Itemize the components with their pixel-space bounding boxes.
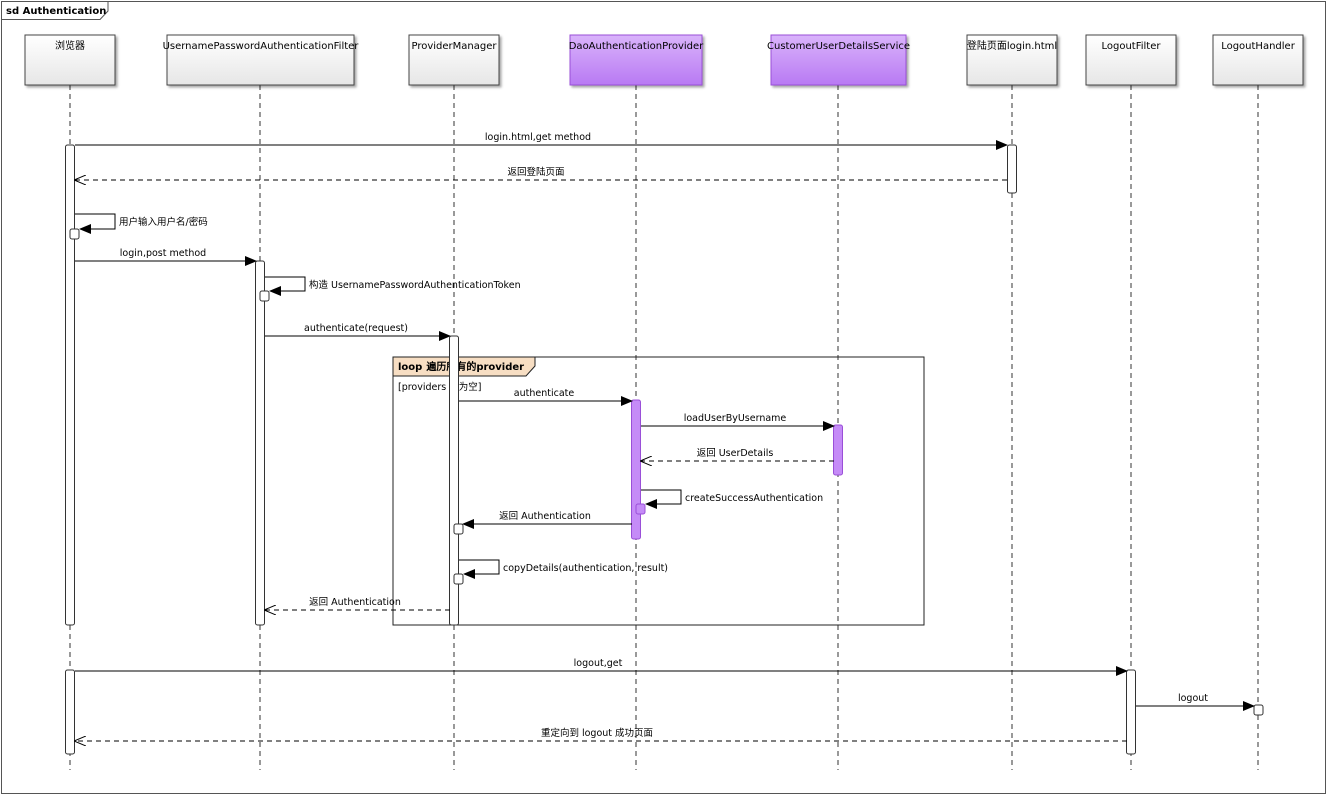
message-label-11: copyDetails(authentication, result) xyxy=(503,563,668,574)
message-14[interactable]: logout xyxy=(1136,693,1255,711)
message-arrow-9 xyxy=(641,489,682,509)
participant-box-cuds[interactable] xyxy=(770,34,907,86)
message-label-15: 重定向到 logout 成功页面 xyxy=(541,727,653,739)
activation-browser xyxy=(65,144,75,626)
message-label-3: login,post method xyxy=(120,248,206,259)
activation-cuds xyxy=(833,424,843,476)
activation-upaf xyxy=(255,260,265,626)
message-label-13: logout,get xyxy=(574,658,623,669)
loop-guard: [providers 不为空] xyxy=(398,381,481,393)
nested-activation-dao xyxy=(635,503,646,515)
participant-label-login: 登陆页面login.html xyxy=(967,39,1057,52)
message-label-4: 构造 UsernamePasswordAuthenticationToken xyxy=(309,279,521,291)
nested-activation-upaf xyxy=(259,290,270,302)
message-11[interactable]: copyDetails(authentication, result) xyxy=(459,559,668,579)
lifelines xyxy=(69,85,1259,770)
participant-box-lf[interactable] xyxy=(1085,34,1177,86)
loop-fragment-frame xyxy=(392,356,925,626)
message-12[interactable]: 返回 Authentication xyxy=(265,596,450,610)
participant-label-cuds: CustomerUserDetailsService xyxy=(767,41,910,52)
participant-label-pm: ProviderManager xyxy=(411,41,497,52)
activation-bars xyxy=(65,144,1264,755)
participant-box-upaf[interactable] xyxy=(166,34,355,86)
message-label-1: 返回登陆页面 xyxy=(507,166,564,178)
participant-label-lh: LogoutHandler xyxy=(1221,41,1296,52)
message-label-5: authenticate(request) xyxy=(304,323,408,334)
message-label-14: logout xyxy=(1178,693,1208,704)
message-3[interactable]: login,post method xyxy=(75,248,257,266)
message-10[interactable]: 返回 Authentication xyxy=(462,510,632,529)
frame-title: sd Authentication xyxy=(6,6,106,17)
activation-dao xyxy=(631,399,641,540)
message-5[interactable]: authenticate(request) xyxy=(265,323,451,341)
message-0[interactable]: login.html,get method xyxy=(75,132,1008,150)
participant-box-login[interactable] xyxy=(966,34,1058,86)
message-2[interactable]: 用户输入用户名/密码 xyxy=(75,213,208,234)
message-4[interactable]: 构造 UsernamePasswordAuthenticationToken xyxy=(265,276,521,296)
message-label-2: 用户输入用户名/密码 xyxy=(119,216,208,228)
loop-operator: loop xyxy=(398,362,422,373)
participant-box-browser[interactable] xyxy=(24,34,116,86)
nested-activation-pm xyxy=(453,523,464,535)
participant-label-upaf: UsernamePasswordAuthenticationFilter xyxy=(163,41,360,52)
message-arrow-2 xyxy=(75,213,116,234)
message-label-9: createSuccessAuthentication xyxy=(685,493,823,504)
message-arrow-4 xyxy=(265,276,306,296)
participant-headers: 浏览器 UsernamePasswordAuthenticationFilter P… xyxy=(24,34,1304,86)
participant-label-dao: DaoAuthenticationProvider xyxy=(569,41,704,52)
participant-label-browser: 浏览器 xyxy=(55,39,85,52)
message-arrow-11 xyxy=(459,559,500,579)
nested-activation-browser xyxy=(69,228,80,240)
message-6[interactable]: authenticate xyxy=(459,388,633,406)
message-label-0: login.html,get method xyxy=(485,132,591,143)
message-label-7: loadUserByUsername xyxy=(684,413,787,424)
activation-lf xyxy=(1126,669,1136,755)
nested-activation-lh xyxy=(1253,704,1264,716)
message-15[interactable]: 重定向到 logout 成功页面 xyxy=(75,727,1127,741)
activation-browser xyxy=(65,669,75,755)
message-label-12: 返回 Authentication xyxy=(309,596,401,608)
message-label-10: 返回 Authentication xyxy=(499,510,591,522)
participant-box-dao[interactable] xyxy=(569,34,703,86)
loop-title: 遍历所有的provider xyxy=(425,360,524,373)
message-7[interactable]: loadUserByUsername xyxy=(641,413,835,431)
message-13[interactable]: logout,get xyxy=(75,658,1128,676)
message-label-6: authenticate xyxy=(514,388,575,399)
message-9[interactable]: createSuccessAuthentication xyxy=(641,489,823,509)
loop-fragment-tab xyxy=(392,356,536,377)
message-1[interactable]: 返回登陆页面 xyxy=(75,166,1007,180)
activation-login xyxy=(1007,144,1017,194)
participant-box-pm[interactable] xyxy=(408,34,500,86)
message-label-8: 返回 UserDetails xyxy=(697,447,774,459)
participant-label-lf: LogoutFilter xyxy=(1101,41,1161,52)
message-8[interactable]: 返回 UserDetails xyxy=(641,447,834,461)
participant-box-lh[interactable] xyxy=(1212,34,1304,86)
activation-pm xyxy=(449,335,459,626)
frame-title-tab xyxy=(1,1,109,20)
nested-activation-pm xyxy=(453,573,464,585)
